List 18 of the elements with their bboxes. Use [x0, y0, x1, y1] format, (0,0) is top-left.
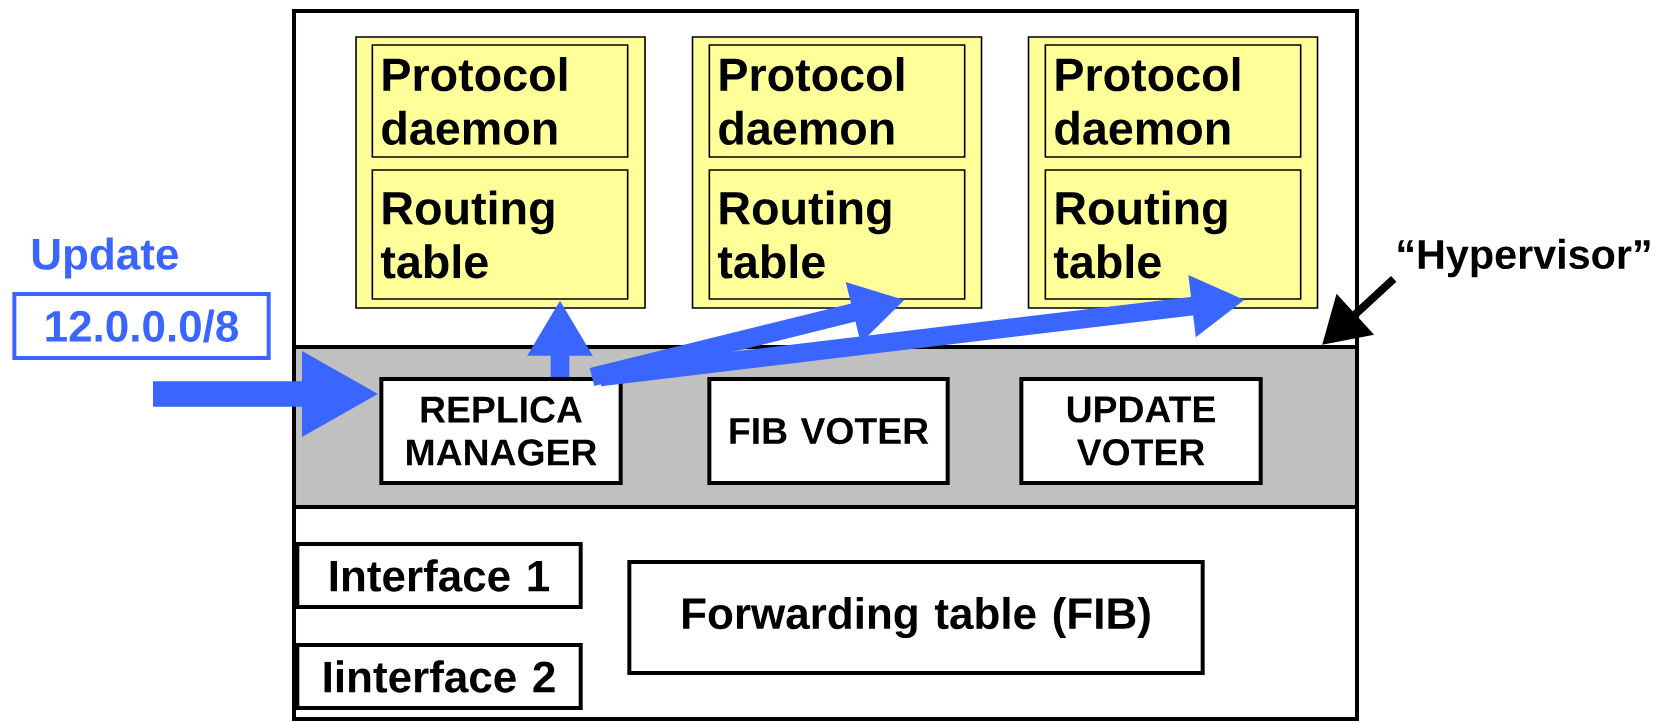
table-box: Forwarding table (FIB): [627, 560, 1205, 675]
component-box: Protocol daemon: [371, 44, 629, 158]
module-box: FIB VOTER: [707, 377, 950, 485]
callout-label: “Hypervisor”: [1398, 238, 1650, 278]
process-box: [1027, 36, 1319, 309]
address-box: 12.0.0.0/8: [12, 292, 271, 360]
component-box: Protocol daemon: [708, 44, 966, 158]
component-box: Routing table: [371, 169, 629, 300]
module-box: REPLICA MANAGER: [379, 377, 623, 485]
component-box: Routing table: [708, 169, 966, 300]
update-label: Update: [32, 237, 178, 279]
process-box: [691, 36, 983, 309]
component-box: Protocol daemon: [1044, 44, 1302, 158]
interface-box: Iinterface 2: [295, 643, 583, 710]
process-box: [355, 36, 646, 309]
component-box: Routing table: [1044, 169, 1302, 300]
module-box: UPDATE VOTER: [1019, 377, 1263, 485]
interface-box: Interface 1: [295, 542, 583, 609]
